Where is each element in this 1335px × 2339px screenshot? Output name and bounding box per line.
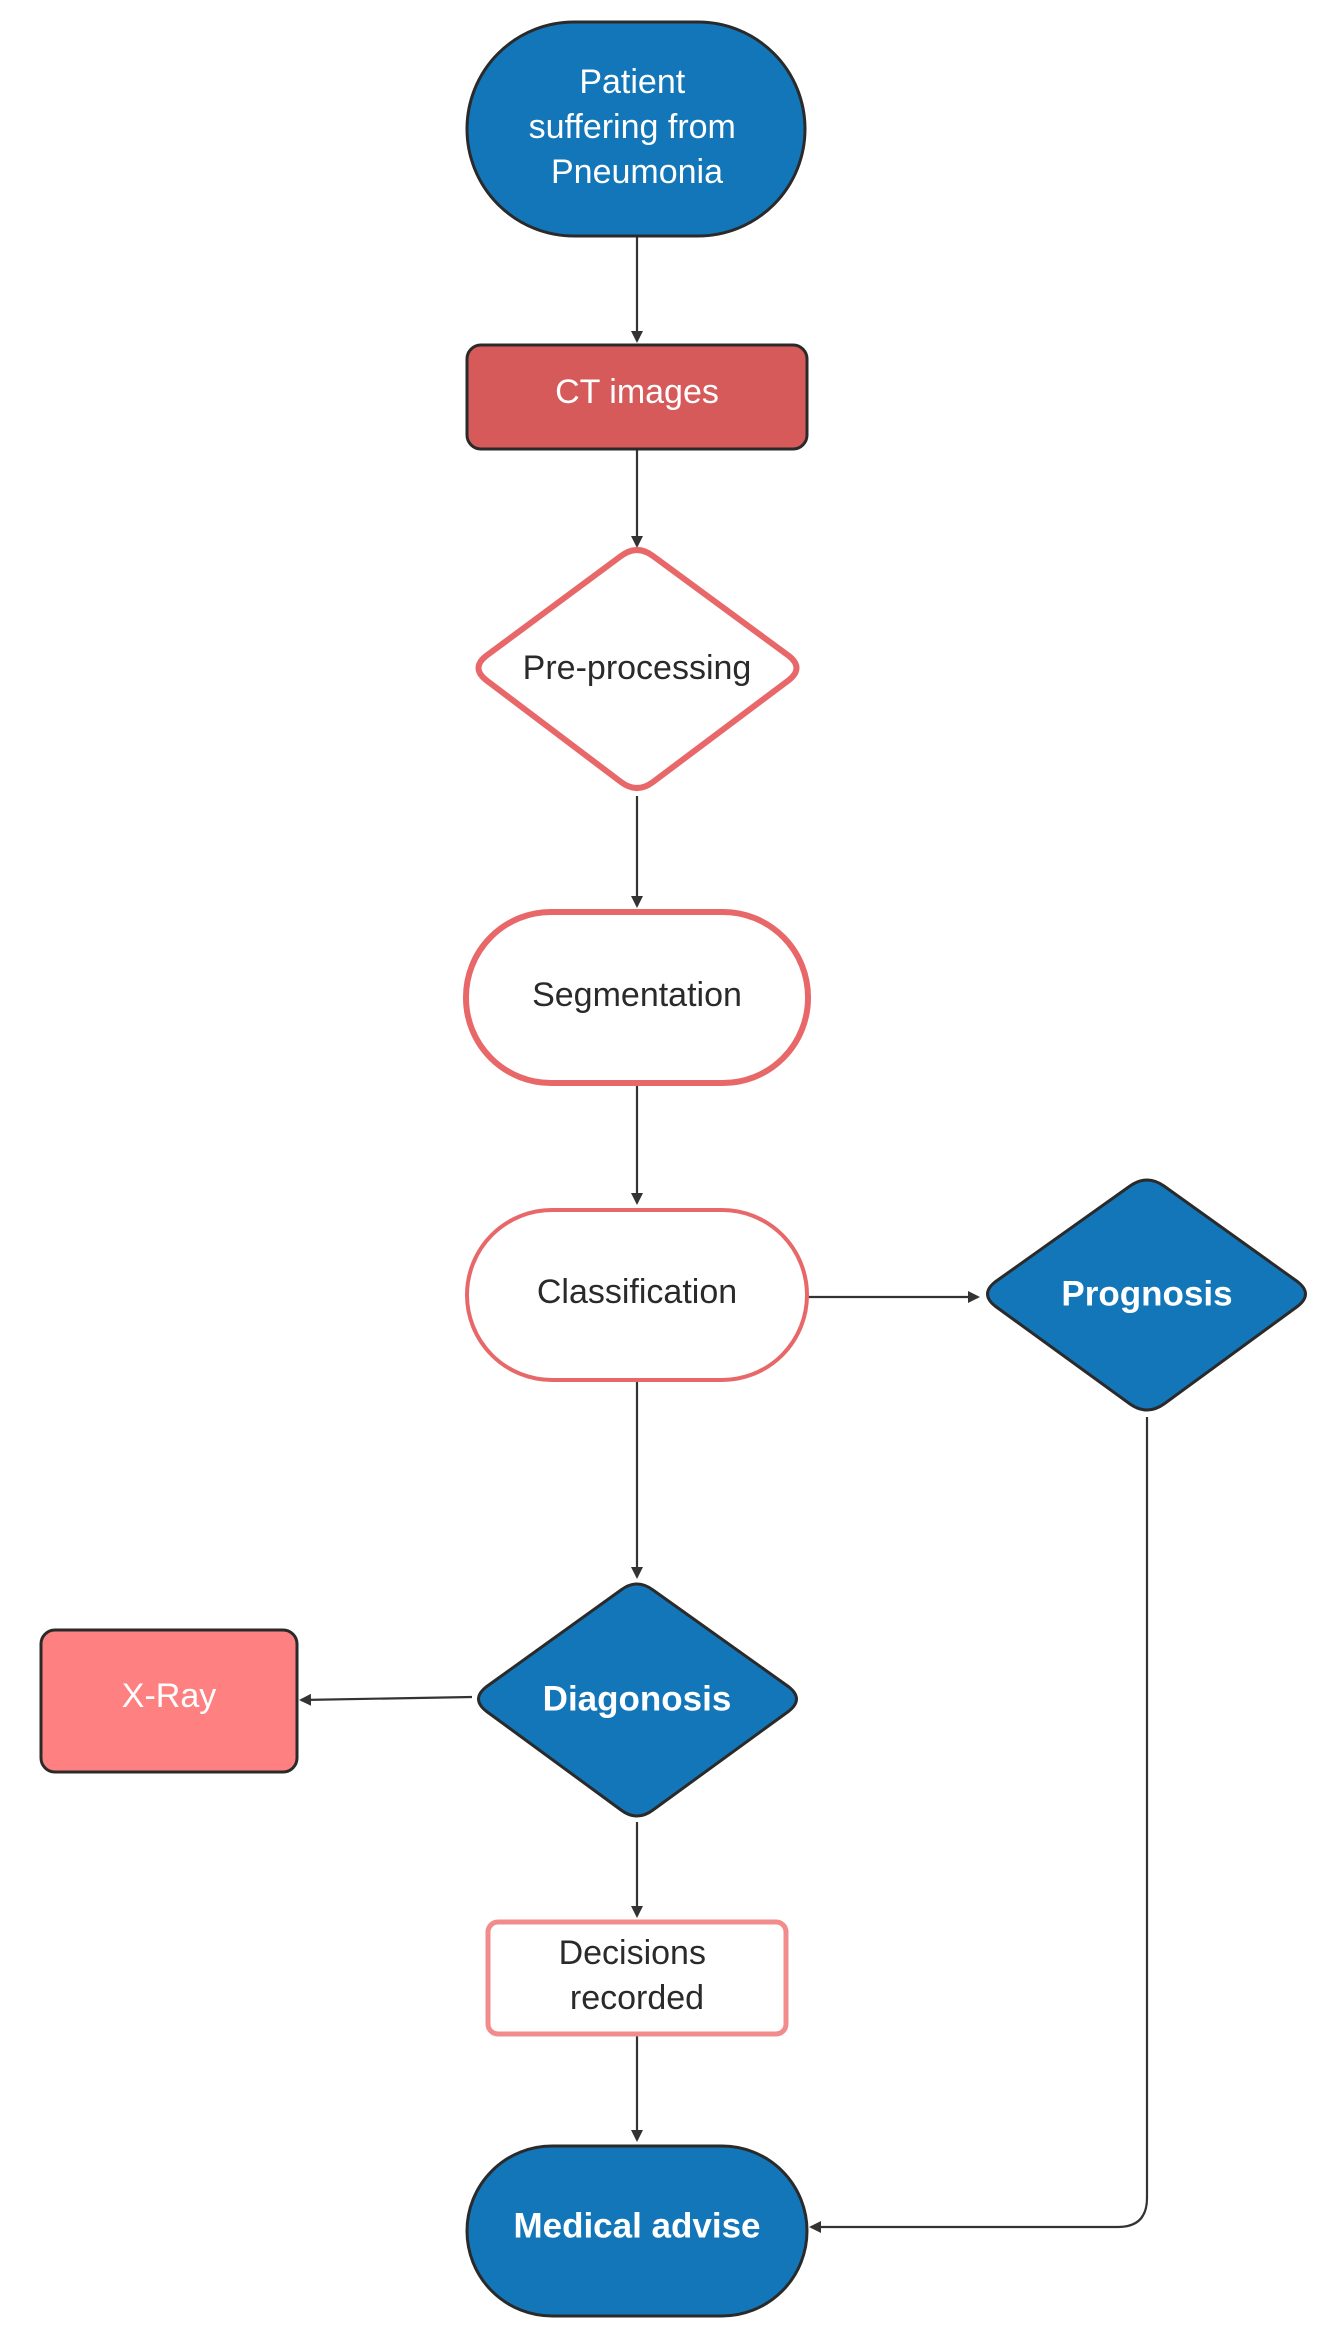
node-patient-line-2: suffering from (529, 108, 736, 146)
node-patient-line-3: Pneumonia (551, 153, 723, 191)
node-xray-shape (39, 1628, 299, 1774)
node-classification: Classification (465, 1208, 809, 1382)
node-segmentation-shape (463, 909, 811, 1086)
node-preprocessing: Pre-processing (475, 547, 800, 791)
connectors (299, 236, 1149, 2233)
node-decisions-line-2: recorded (570, 1979, 704, 2017)
node-patient: Patient suffering from Pneumonia (465, 20, 807, 238)
node-prognosis-shape (986, 1178, 1307, 1412)
node-medical-advise-label: Medical advise (513, 2207, 760, 2246)
node-classification-label: Classification (537, 1273, 737, 1311)
node-xray: X-Ray (39, 1628, 299, 1774)
node-classification-shape (465, 1208, 809, 1382)
node-prognosis: Prognosis (986, 1178, 1307, 1412)
node-preprocessing-shape (475, 547, 800, 791)
node-ct-images-shape (465, 343, 809, 451)
node-medical-advise-shape (465, 2144, 809, 2318)
node-decisions-label: Decisions recorded (559, 1934, 716, 2017)
node-diagnosis-label: Diagonosis (543, 1680, 732, 1719)
node-diagnosis-shape (477, 1582, 798, 1818)
node-medical-advise: Medical advise (465, 2144, 809, 2318)
node-patient-shape (465, 20, 807, 238)
edge-prognosis-to-medical-advise (809, 1417, 1149, 2233)
node-patient-line-1: Patient (579, 63, 685, 101)
node-ct-images: CT images (465, 343, 809, 451)
node-xray-label: X-Ray (122, 1677, 216, 1715)
node-ct-images-label: CT images (555, 373, 719, 411)
node-diagnosis: Diagonosis (477, 1582, 798, 1818)
node-decisions: Decisions recorded (485, 1919, 789, 2037)
node-segmentation: Segmentation (463, 909, 811, 1086)
node-segmentation-label: Segmentation (532, 976, 742, 1014)
node-decisions-shape (485, 1919, 789, 2037)
node-patient-label: Patient suffering from Pneumonia (529, 63, 746, 191)
node-prognosis-label: Prognosis (1061, 1275, 1232, 1314)
edge-diagnosis-to-xray (299, 1693, 473, 1706)
node-decisions-line-1: Decisions (559, 1934, 706, 1972)
node-preprocessing-label: Pre-processing (523, 649, 752, 687)
